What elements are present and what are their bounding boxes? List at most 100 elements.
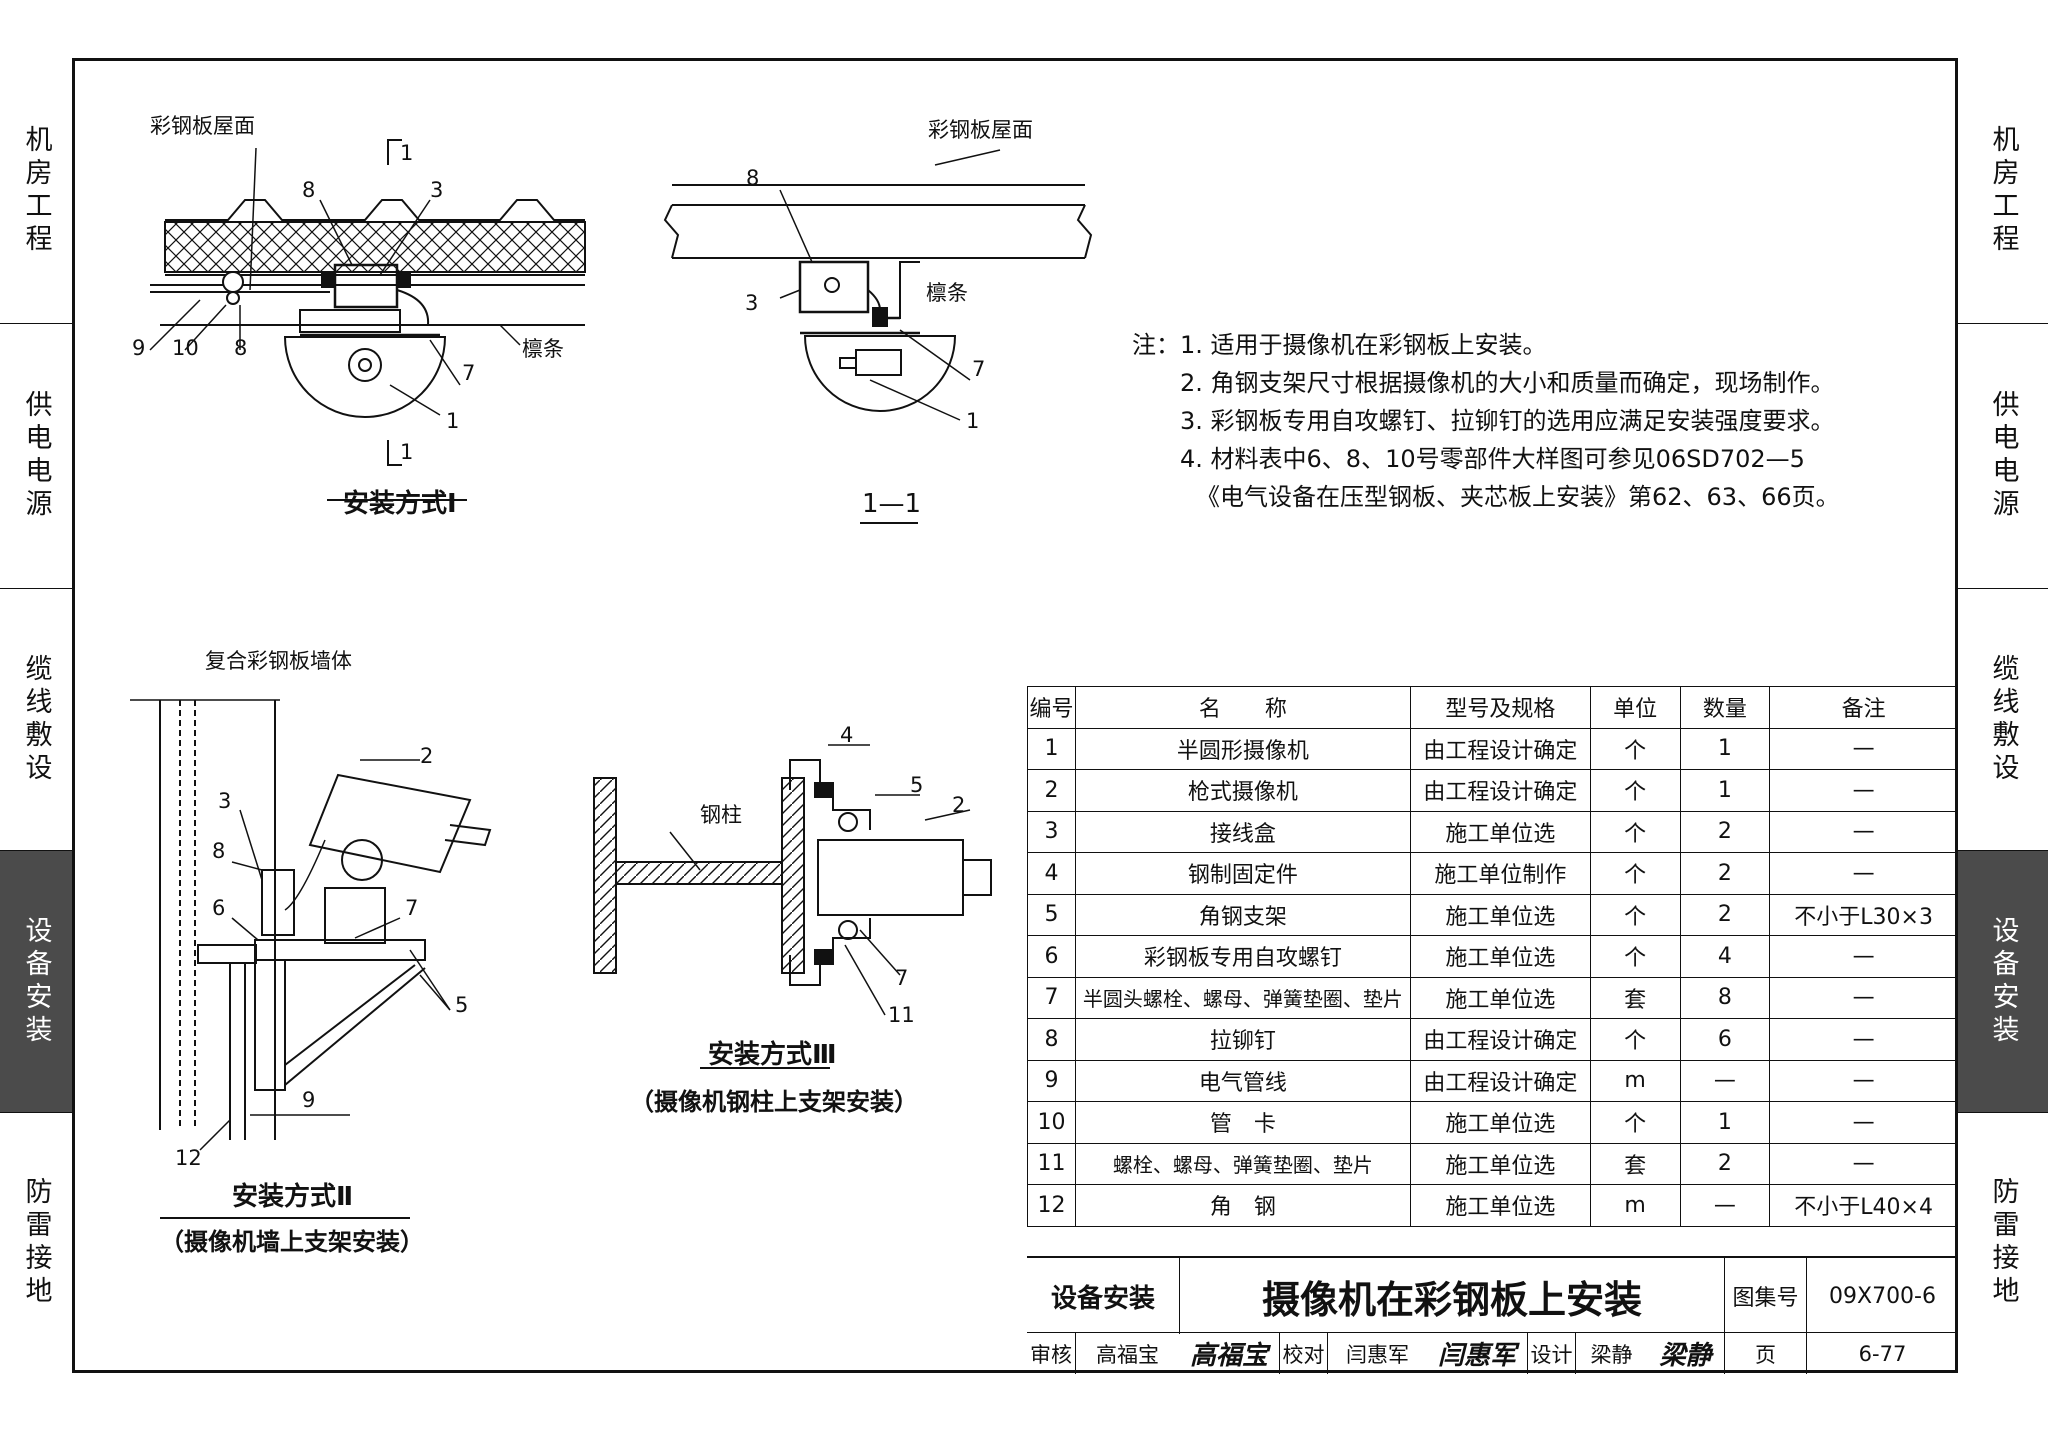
sidebar-item-room[interactable]: 机房工程 [1987, 124, 2019, 257]
cell-spec: 施工单位选 [1409, 893, 1591, 936]
cell-qty: 1 [1679, 727, 1771, 770]
cell-unit: 个 [1589, 1018, 1681, 1061]
atlas-number: 09X700-6 [1806, 1258, 1958, 1334]
cell-unit: 个 [1589, 1101, 1681, 1144]
check-label: 校对 [1279, 1333, 1327, 1374]
cell-unit: 个 [1589, 810, 1681, 853]
cell-spec: 施工单位制作 [1409, 852, 1591, 895]
cell-name: 钢制固定件 [1074, 852, 1411, 895]
cell-unit: 个 [1589, 935, 1681, 978]
caption-method-1: 安装方式Ⅰ [343, 488, 457, 519]
caption-method-3: 安装方式Ⅲ [708, 1039, 837, 1070]
callout-4: 4 [840, 723, 853, 747]
sidebar-item-cabling[interactable]: 缆线敷设 [0, 588, 72, 850]
category-cell: 设备安装 [1050, 1283, 1155, 1314]
cell-no: 1 [1027, 727, 1076, 770]
roof-label: 彩钢板屋面 [928, 118, 1033, 142]
sidebar-item-equipment[interactable]: 设备安装 [0, 850, 72, 1112]
col-header-remark: 备注 [1769, 686, 1958, 729]
table-header-row: 编号 名 称 型号及规格 单位 数量 备注 [1027, 686, 1958, 729]
callout-9: 9 [132, 336, 145, 360]
cell-unit: m [1589, 1184, 1681, 1227]
cell-remark: — [1769, 1142, 1958, 1185]
cell-unit: 个 [1589, 769, 1681, 812]
subcaption-method-3: （摄像机钢柱上支架安装） [630, 1088, 918, 1116]
checker-name: 闫惠军 [1327, 1333, 1427, 1374]
cell-no: 12 [1027, 1184, 1076, 1227]
callout-12: 12 [175, 1146, 202, 1170]
roof-label: 彩钢板屋面 [150, 114, 255, 138]
cell-name: 电气管线 [1074, 1059, 1411, 1102]
cell-spec: 由工程设计确定 [1409, 1018, 1591, 1061]
cell-name: 半圆形摄像机 [1074, 727, 1411, 770]
sidebar-item-power[interactable]: 供电电源 [0, 323, 72, 588]
callout-11: 11 [888, 1003, 915, 1027]
sidebar-item-room[interactable]: 机房工程 [20, 124, 52, 257]
cell-remark: 不小于L40×4 [1769, 1184, 1958, 1227]
callout-8: 8 [302, 178, 315, 202]
cell-spec: 由工程设计确定 [1409, 1059, 1591, 1102]
cell-spec: 由工程设计确定 [1409, 727, 1591, 770]
callout-1: 1 [446, 409, 459, 433]
sidebar-item-equipment[interactable]: 设备安装 [1958, 850, 2048, 1112]
sidebar-item-power[interactable]: 供电电源 [1958, 323, 2048, 588]
col-header-qty: 数量 [1679, 686, 1771, 729]
left-sidebar: 机房工程 供电电源 缆线敷设 设备安装 防雷接地 [0, 58, 72, 1373]
callout-7: 7 [462, 361, 475, 385]
cell-spec: 施工单位选 [1409, 1101, 1591, 1144]
sidebar-item-cabling[interactable]: 缆线敷设 [1958, 588, 2048, 850]
callout-5: 5 [455, 993, 468, 1017]
cell-remark: 不小于L30×3 [1769, 893, 1958, 936]
callout-7: 7 [972, 357, 985, 381]
cell-name: 接线盒 [1074, 810, 1411, 853]
section-mark-bottom: 1 [400, 440, 413, 464]
design-label: 设计 [1527, 1333, 1575, 1374]
cell-qty: — [1679, 1059, 1771, 1102]
cell-qty: 2 [1679, 852, 1771, 895]
callout-9: 9 [302, 1088, 315, 1112]
sidebar-item-grounding[interactable]: 防雷接地 [0, 1112, 72, 1373]
cell-spec: 施工单位选 [1409, 976, 1591, 1019]
page-label: 页 [1724, 1333, 1806, 1374]
note-3: 3. 彩钢板专用自攻螺钉、拉铆钉的选用应满足安装强度要求。 [1180, 407, 1835, 435]
callout-8: 8 [212, 839, 225, 863]
callout-8: 8 [746, 166, 759, 190]
caption-method-2: 安装方式Ⅱ [232, 1181, 353, 1212]
cell-no: 4 [1027, 852, 1076, 895]
purlin-label: 檩条 [926, 281, 968, 305]
checker-signature: 闫惠军 [1437, 1341, 1516, 1371]
cell-name: 管 卡 [1074, 1101, 1411, 1144]
cell-unit: m [1589, 1059, 1681, 1102]
cell-name: 彩钢板专用自攻螺钉 [1074, 935, 1411, 978]
purlin-label: 檩条 [522, 337, 564, 361]
cell-unit: 个 [1589, 893, 1681, 936]
column-label: 钢柱 [700, 803, 742, 827]
cell-unit: 套 [1589, 976, 1681, 1019]
subcaption-method-2: （摄像机墙上支架安装） [160, 1228, 424, 1256]
cell-spec: 施工单位选 [1409, 1142, 1591, 1185]
note-2: 2. 角钢支架尺寸根据摄像机的大小和质量而确定，现场制作。 [1180, 369, 1835, 397]
callout-7: 7 [895, 966, 908, 990]
col-header-unit: 单位 [1589, 686, 1681, 729]
callout-7: 7 [405, 896, 418, 920]
sidebar-item-grounding[interactable]: 防雷接地 [1958, 1112, 2048, 1373]
note-4-ref: 《电气设备在压型钢板、夹芯板上安装》第62、63、66页。 [1196, 483, 1840, 511]
cell-spec: 施工单位选 [1409, 935, 1591, 978]
atlas-label: 图集号 [1724, 1258, 1806, 1334]
page-number: 6-77 [1806, 1333, 1958, 1374]
drawing-method-1 [149, 139, 586, 501]
cell-name: 角钢支架 [1074, 893, 1411, 936]
drawing-method-2-labels: 复合彩钢板墙体 2 3 8 6 7 5 9 12 安装方式Ⅱ （摄像机墙上支架安… [160, 649, 468, 1256]
callout-2: 2 [420, 744, 433, 768]
designer-signature: 梁静 [1659, 1341, 1712, 1371]
cell-qty: 8 [1679, 976, 1771, 1019]
callout-3: 3 [218, 789, 231, 813]
